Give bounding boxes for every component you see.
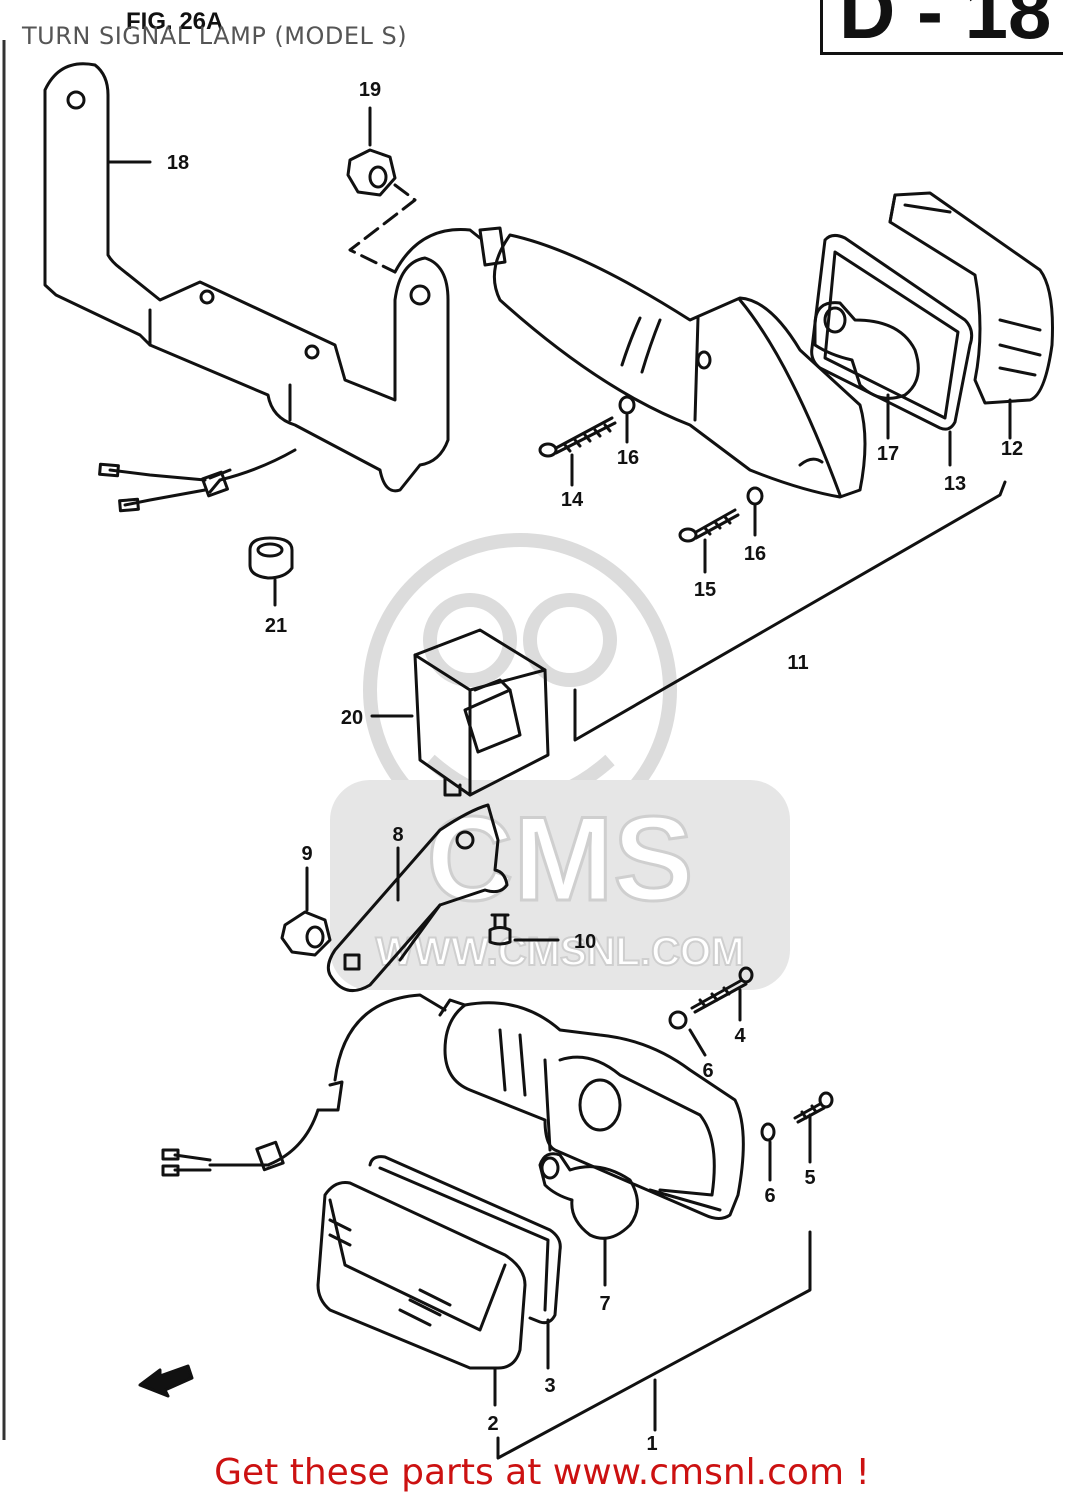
figure-label: FIG. 26A — [126, 8, 224, 35]
leader-1 — [496, 1230, 812, 1460]
callout-1: 1 — [646, 1433, 657, 1455]
part-18-bracket — [43, 62, 450, 513]
callout-17: 17 — [877, 443, 899, 465]
callout-21: 21 — [265, 615, 287, 637]
part-16-washer-upper — [618, 395, 636, 415]
part-8-bracket — [326, 803, 509, 993]
part-1-turn-signal-lower — [161, 993, 745, 1220]
callout-15: 15 — [694, 579, 716, 601]
part-callouts: 1 2 3 4 5 6 6 7 8 9 10 11 12 13 14 15 16… — [167, 79, 1023, 1455]
watermark-plate — [330, 780, 790, 990]
callout-16-lower: 16 — [744, 543, 766, 565]
part-6-washer-upper — [668, 1010, 688, 1030]
callout-9: 9 — [301, 843, 312, 865]
part-12-lens — [888, 191, 1054, 405]
callout-19: 19 — [359, 79, 381, 101]
watermark-text: CMS — [427, 792, 694, 926]
leader-11 — [573, 480, 1007, 742]
leader-6-upper — [688, 1028, 707, 1057]
part-7-bulb-lower — [538, 1152, 639, 1240]
callout-7: 7 — [599, 1293, 610, 1315]
part-15-screw — [678, 508, 740, 543]
callout-11: 11 — [787, 652, 808, 674]
part-20-flasher-relay — [413, 628, 550, 797]
callout-6-upper: 6 — [702, 1060, 713, 1082]
callout-16-upper: 16 — [617, 447, 639, 469]
callout-2: 2 — [487, 1413, 498, 1435]
callout-14: 14 — [561, 489, 584, 511]
part-5-screw — [793, 1091, 834, 1124]
callout-12: 12 — [1001, 438, 1023, 460]
watermark-url: WWW.CMSNL.COM — [376, 930, 745, 974]
callout-18: 18 — [167, 152, 189, 174]
part-13-lens-gasket — [810, 233, 974, 431]
part-16-washer-lower — [746, 486, 764, 506]
assembly-line-19 — [348, 183, 417, 274]
callout-3: 3 — [544, 1375, 555, 1397]
part-9-nut — [280, 910, 332, 957]
callout-13: 13 — [944, 473, 966, 495]
page-code-box: D - 18 — [820, 0, 1063, 55]
part-4-screw — [690, 966, 754, 1014]
part-3-gasket-lower — [368, 1155, 562, 1325]
part-14-screw — [538, 416, 617, 458]
part-11-turn-signal-upper — [393, 226, 867, 499]
callout-4: 4 — [734, 1025, 746, 1047]
part-19-nut — [346, 148, 397, 197]
part-6-washer-lower — [760, 1122, 776, 1142]
callout-10: 10 — [574, 931, 596, 953]
part-21-grommet — [248, 536, 294, 580]
callout-20: 20 — [341, 707, 363, 729]
part-17-bulb — [813, 301, 920, 400]
footer-parts-link[interactable]: Get these parts at www.cmsnl.com ! — [214, 1452, 870, 1493]
callout-8: 8 — [392, 824, 403, 846]
page-title: TURN SIGNAL LAMP (MODEL S) — [22, 22, 408, 50]
callout-6-lower: 6 — [764, 1185, 775, 1207]
front-direction-arrow-icon — [138, 1364, 194, 1398]
callout-5: 5 — [804, 1167, 815, 1189]
part-10-bolt — [488, 913, 512, 946]
page-code: D - 18 — [839, 0, 1052, 55]
part-2-lens-lower — [316, 1181, 527, 1370]
